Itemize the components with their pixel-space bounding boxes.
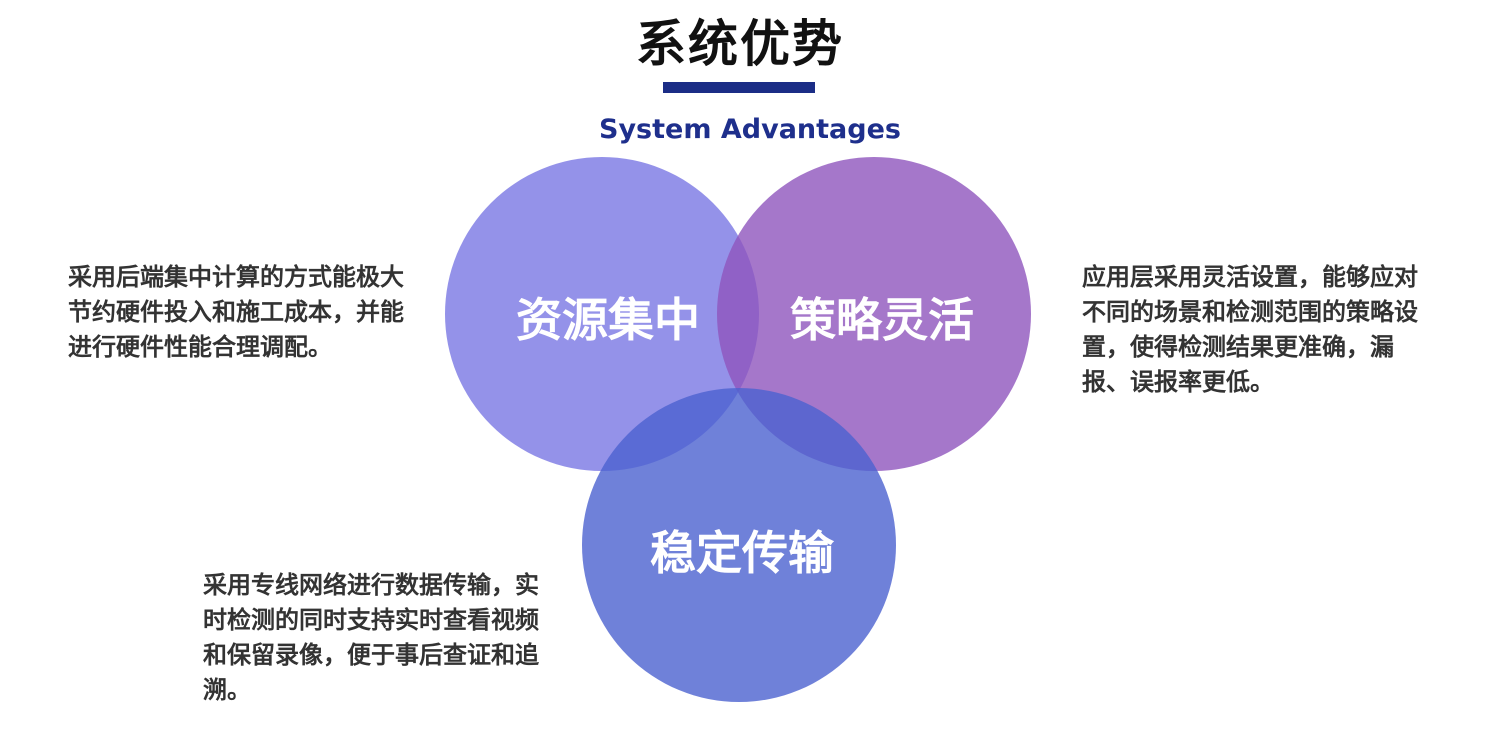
circle-label-stable: 稳定传输 — [650, 526, 835, 580]
description-strategy: 应用层采用灵活设置，能够应对不同的场景和检测范围的策略设置，使得检测结果更准确，… — [1082, 263, 1418, 396]
title-underline — [663, 82, 815, 93]
circle-label-resource: 资源集中 — [516, 293, 700, 347]
circle-strategy — [717, 157, 1031, 471]
description-stable: 采用专线网络进行数据传输，实时检测的同时支持实时查看视频和保留录像，便于事后查证… — [203, 571, 539, 704]
page-subtitle: System Advantages — [599, 114, 901, 145]
page-title: 系统优势 — [636, 15, 844, 73]
circle-resource — [445, 157, 759, 471]
circle-stable — [582, 388, 896, 702]
circle-label-strategy: 策略灵活 — [790, 293, 974, 347]
description-resource: 采用后端集中计算的方式能极大节约硬件投入和施工成本，并能进行硬件性能合理调配。 — [68, 263, 404, 361]
